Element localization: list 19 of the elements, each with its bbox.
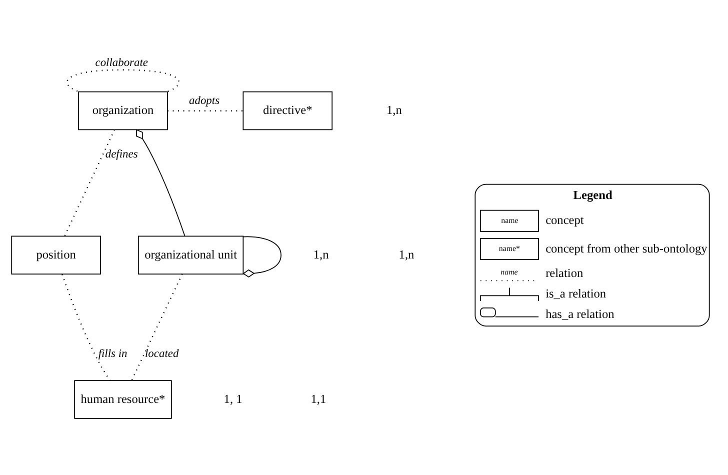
legend-label: has_a relation bbox=[546, 306, 614, 320]
label: 1, 1 bbox=[224, 391, 242, 406]
edge-label: collaborate bbox=[95, 56, 148, 68]
edge-label: defines bbox=[105, 148, 138, 160]
label: name bbox=[500, 267, 518, 276]
edge-label: adopts bbox=[189, 94, 220, 107]
legend-label: concept bbox=[546, 212, 584, 227]
label: 1,1 bbox=[310, 391, 326, 406]
legend-label: concept from other sub-ontology bbox=[546, 240, 708, 255]
label: 1,n bbox=[386, 102, 402, 117]
edge-label: located bbox=[145, 348, 179, 360]
legend-label: is_a relation bbox=[546, 286, 606, 300]
edge-label: fills in bbox=[98, 348, 128, 360]
label: name* bbox=[498, 243, 520, 252]
label: Legend bbox=[573, 188, 612, 202]
label: name bbox=[501, 215, 518, 224]
label: 1,n bbox=[313, 246, 329, 261]
label: 1,n bbox=[398, 246, 414, 261]
legend-label: relation bbox=[546, 265, 584, 280]
